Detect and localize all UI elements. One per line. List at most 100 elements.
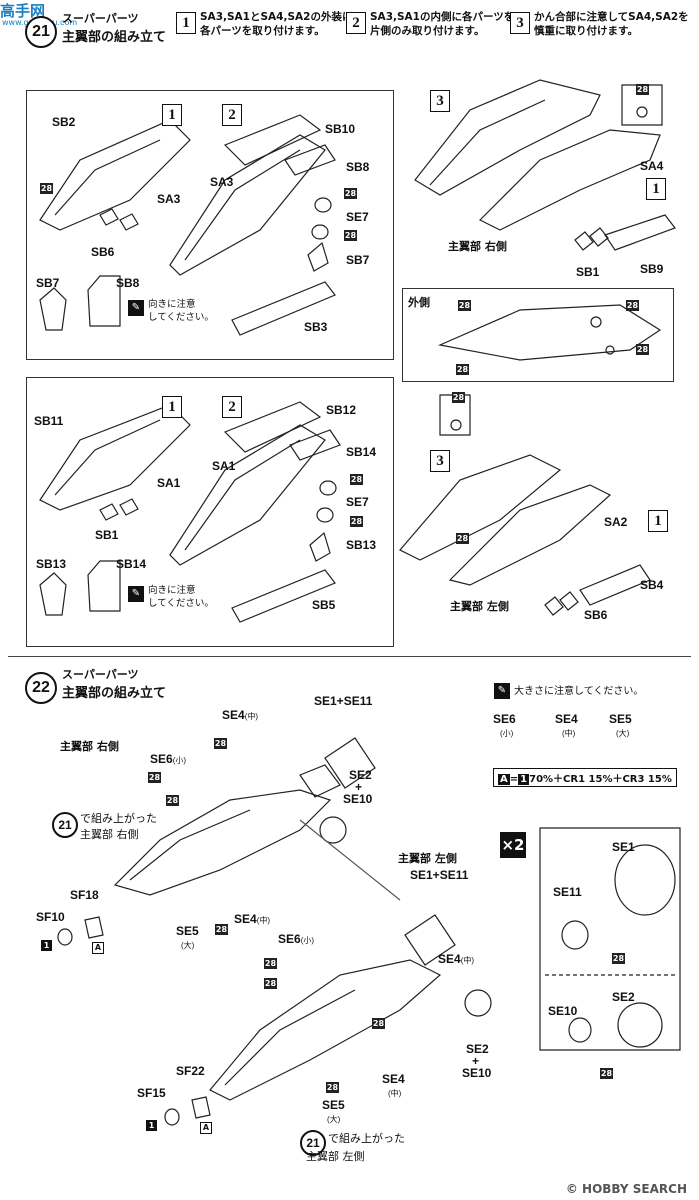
caption-right-wing-22: 主翼部 右側 — [60, 740, 119, 753]
badge-28: 28 — [264, 978, 277, 989]
label-sb6: SB6 — [91, 245, 115, 259]
label-plus-lower: + — [472, 1054, 480, 1068]
label-se4-upper-b: SE4(中) — [234, 912, 271, 926]
label-sa3-a: SA3 — [157, 192, 181, 206]
paint-box-a-upper: A — [92, 942, 104, 954]
step-21-title-line2: 主翼部の組み立て — [62, 30, 167, 45]
label-se6-lower: SE6(小) — [278, 932, 315, 946]
ref-text-lower-1: で組み上がった — [328, 1132, 405, 1145]
caption-left-wing: 主翼部 左側 — [450, 600, 509, 613]
label-sf18: SF18 — [70, 888, 99, 902]
instruction-1-text: SA3,SA1とSA4,SA2の外装に各パーツを取り付けます。 — [200, 11, 353, 37]
label-se2-lower: SE2 — [466, 1042, 489, 1056]
caption-left-wing-22: 主翼部 左側 — [398, 852, 457, 865]
badge-28: 28 — [344, 230, 357, 241]
label-sb11: SB11 — [34, 414, 64, 428]
badge-28: 28 — [148, 772, 161, 783]
label-sb13-b: SB13 — [36, 557, 67, 571]
label-plus-upper: + — [355, 780, 363, 794]
label-sb4: SB4 — [640, 578, 664, 592]
label-sb13-a: SB13 — [346, 538, 377, 552]
label-se4-lower-b-size: (中) — [388, 1089, 402, 1098]
size-se5-large: (大) — [616, 729, 630, 738]
badge-28: 28 — [326, 1082, 339, 1093]
note-icon-upper: ✎ — [128, 300, 144, 316]
instruction-3-text: かん合部に注意してSA4,SA2を慎重に取り付けます。 — [534, 11, 689, 37]
label-sb9: SB9 — [640, 262, 664, 276]
note-text-lower: 向きに注意してください。 — [148, 585, 214, 609]
label-se10-lower: SE10 — [462, 1066, 492, 1080]
watermark-footer: © HOBBY SEARCH — [565, 1182, 687, 1196]
badge-28: 28 — [344, 188, 357, 199]
label-sa4: SA4 — [640, 159, 664, 173]
label-sb14-b: SB14 — [116, 557, 147, 571]
ref-text-upper-1: で組み上がった — [80, 812, 157, 825]
ref-text-upper-2: 主翼部 右側 — [80, 828, 139, 841]
size-se4: SE4 — [555, 712, 578, 726]
label-se4-lower-b: SE4 — [382, 1072, 405, 1086]
badge-28: 28 — [636, 344, 649, 355]
x2-badge: ×2 — [500, 832, 526, 858]
badge-28: 28 — [215, 924, 228, 935]
detail-se2: SE2 — [612, 990, 635, 1004]
panel-upper-box1: 1 — [162, 104, 182, 126]
label-sb2: SB2 — [52, 115, 76, 129]
badge-28: 28 — [264, 958, 277, 969]
label-sb7-a: SB7 — [346, 253, 370, 267]
caption-right-wing: 主翼部 右側 — [448, 240, 507, 253]
label-sb14: SB14 — [346, 445, 377, 459]
badge-28: 28 — [40, 183, 53, 194]
detail-se11: SE11 — [553, 885, 582, 899]
label-se4-upper-a: SE4(中) — [222, 708, 259, 722]
label-sf10: SF10 — [36, 910, 65, 924]
size-note-text: 大きさに注意してください。 — [514, 686, 644, 697]
step-22-title-line1: スーパーパーツ — [62, 668, 139, 681]
paint-box-a-lower: A — [200, 1122, 212, 1134]
caption-outer: 外側 — [408, 296, 430, 309]
ref-text-lower-2: 主翼部 左側 — [306, 1150, 365, 1163]
badge-28: 28 — [350, 516, 363, 527]
label-sb5: SB5 — [312, 598, 336, 612]
ref-step-21-upper: 21 — [52, 812, 78, 838]
label-se5-upper: SE5 — [176, 924, 199, 938]
step-22-title-line2: 主翼部の組み立て — [62, 686, 167, 701]
panel-upper-box1b: 1 — [646, 178, 666, 200]
badge-28: 28 — [456, 364, 469, 375]
label-se2-upper: SE2 — [349, 768, 372, 782]
label-sb10: SB10 — [325, 122, 356, 136]
panel-lower-box1b: 1 — [648, 510, 668, 532]
label-sa3-b: SA3 — [210, 175, 234, 189]
badge-28: 28 — [456, 533, 469, 544]
label-se7-b: SE7 — [346, 495, 369, 509]
badge-28: 28 — [350, 474, 363, 485]
instruction-2-text: SA3,SA1の内側に各パーツを片側のみ取り付けます。 — [370, 11, 515, 37]
instruction-2-number: 2 — [346, 12, 366, 34]
label-sf15: SF15 — [137, 1086, 166, 1100]
badge-28: 28 — [372, 1018, 385, 1029]
panel-lower-box3: 3 — [430, 450, 450, 472]
label-se5-lower: SE5 — [322, 1098, 345, 1112]
badge-28: 28 — [166, 795, 179, 806]
badge-28: 28 — [636, 84, 649, 95]
step-21-title-line1: スーパーパーツ — [62, 12, 139, 25]
badge-28: 28 — [626, 300, 639, 311]
paint-box-1-upper: 1 — [41, 940, 52, 951]
watermark-logo: 高手网 — [0, 2, 46, 20]
panel-lower-box2: 2 — [222, 396, 242, 418]
detail-se10: SE10 — [548, 1004, 578, 1018]
label-se6-upper: SE6(小) — [150, 752, 187, 766]
size-se6-small: (小) — [500, 729, 514, 738]
size-se6: SE6 — [493, 712, 516, 726]
label-sb6-b: SB6 — [584, 608, 608, 622]
label-se10-upper: SE10 — [343, 792, 373, 806]
panel-upper-box2: 2 — [222, 104, 242, 126]
label-sb1: SB1 — [576, 265, 600, 279]
label-sb12: SB12 — [326, 403, 357, 417]
panel-lower-box1: 1 — [162, 396, 182, 418]
label-sa1-a: SA1 — [157, 476, 181, 490]
badge-28: 28 — [458, 300, 471, 311]
section-divider — [8, 656, 691, 657]
size-se4-medium: (中) — [562, 729, 576, 738]
step-21-drawing — [39, 79, 676, 623]
